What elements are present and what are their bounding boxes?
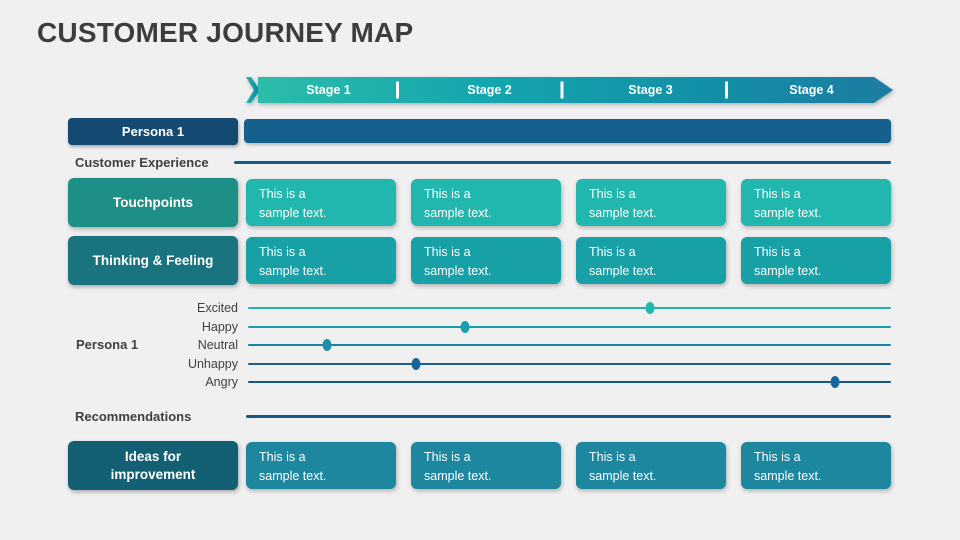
chart-level-label: Happy (201, 319, 238, 334)
thinking-feeling-cell-3[interactable]: This is a sample text. (576, 237, 726, 284)
persona-bar[interactable] (244, 119, 891, 143)
stage-separator (725, 81, 728, 99)
ideas-cell-1[interactable]: This is a sample text. (246, 442, 396, 489)
chart-data-point[interactable] (460, 320, 470, 333)
chart-line (248, 339, 891, 352)
page-title: CUSTOMER JOURNEY MAP (37, 17, 414, 48)
chart-data-point[interactable] (830, 376, 840, 389)
chart-row-excited: Excited (0, 299, 960, 318)
stage-separator (396, 81, 399, 99)
chart-line (248, 357, 891, 370)
chart-data-point[interactable] (411, 357, 421, 370)
thinking-feeling-cell-2[interactable]: This is a sample text. (411, 237, 561, 284)
stage-1-header[interactable]: Stage 1 (306, 83, 351, 97)
ideas-cell-2[interactable]: This is a sample text. (411, 442, 561, 489)
chart-persona-label: Persona 1 (76, 337, 139, 352)
chart-row-unhappy: Unhappy (0, 355, 960, 374)
recommendations-divider (246, 415, 891, 418)
touchpoints-cell-1[interactable]: This is a sample text. (246, 179, 396, 226)
stage-2-header[interactable]: Stage 2 (467, 83, 512, 97)
touchpoints-cell-3[interactable]: This is a sample text. (576, 179, 726, 226)
banner-tail-chevron (246, 77, 260, 103)
chart-line (248, 320, 891, 333)
customer-experience-divider (234, 161, 891, 164)
section-customer-experience-label: Customer Experience (75, 155, 209, 170)
chart-data-point[interactable] (645, 302, 655, 315)
thinking-feeling-cell-1[interactable]: This is a sample text. (246, 237, 396, 284)
stage-separator (560, 81, 564, 99)
chart-level-label: Excited (197, 301, 238, 316)
persona-button[interactable]: Persona 1 (68, 118, 238, 145)
stage-banner (246, 77, 893, 103)
touchpoints-row-button[interactable]: Touchpoints (68, 178, 238, 227)
chart-level-label: Neutral (197, 338, 238, 353)
banner-arrow-body (258, 77, 893, 103)
chart-level-label: Unhappy (187, 356, 238, 371)
section-recommendations-label: Recommendations (75, 409, 192, 424)
stage-3-header[interactable]: Stage 3 (628, 83, 673, 97)
touchpoints-cell-2[interactable]: This is a sample text. (411, 179, 561, 226)
chart-row-happy: Happy (0, 318, 960, 337)
chart-line (248, 376, 891, 389)
chart-row-angry: Angry (0, 373, 960, 392)
stage-4-header[interactable]: Stage 4 (789, 83, 834, 97)
chart-level-label: Angry (205, 375, 238, 390)
chart-line (248, 302, 891, 315)
ideas-for-improvement-row-button[interactable]: Ideas for improvement (68, 441, 238, 490)
touchpoints-cell-4[interactable]: This is a sample text. (741, 179, 891, 226)
thinking-feeling-row-button[interactable]: Thinking & Feeling (68, 236, 238, 285)
chart-row-neutral: Neutral (0, 336, 960, 355)
ideas-cell-3[interactable]: This is a sample text. (576, 442, 726, 489)
chart-data-point[interactable] (322, 339, 332, 352)
thinking-feeling-cell-4[interactable]: This is a sample text. (741, 237, 891, 284)
ideas-cell-4[interactable]: This is a sample text. (741, 442, 891, 489)
